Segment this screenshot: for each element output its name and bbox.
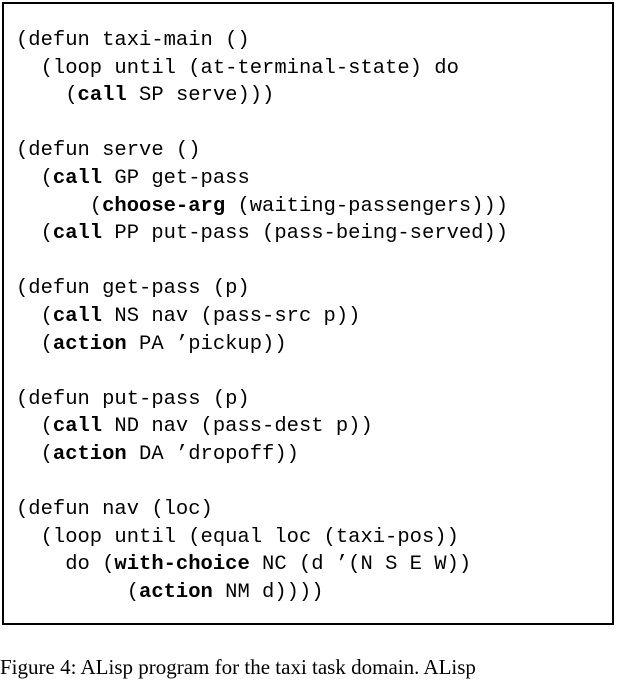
code-text: NS nav (pass-src p)) [102, 305, 361, 328]
keyword: action [52, 443, 127, 466]
code-text: ( [16, 332, 53, 356]
code-text: (defun serve () [16, 139, 201, 163]
code-text: ND nav (pass-dest p)) [102, 415, 373, 439]
code-line: (call PP put-pass (pass-being-served)) [16, 221, 509, 247]
code-text: (defun nav (loc) [16, 498, 213, 522]
code-text: (defun put-pass (p) [16, 387, 250, 411]
figure-caption: Figure 4: ALisp program for the taxi tas… [0, 655, 476, 679]
code-line: (defun taxi-main () [16, 28, 250, 54]
code-line: (choose-arg (waiting-passengers))) [16, 194, 508, 220]
code-line: (call GP get-pass [16, 166, 250, 192]
code-text: (loop until (at-terminal-state) do [16, 56, 459, 80]
code-text: (defun taxi-main () [16, 29, 250, 52]
code-listing-box: (defun taxi-main () (loop until (at-term… [2, 2, 614, 625]
code-line: (defun serve () [16, 138, 201, 164]
keyword: with-choice [114, 553, 250, 577]
keyword: call [77, 84, 127, 108]
code-text: ( [16, 222, 53, 246]
code-line: (call NS nav (pass-src p)) [16, 304, 361, 330]
code-line: (defun get-pass (p) [16, 276, 250, 302]
code-line: (loop until (equal loc (taxi-pos)) [16, 525, 459, 551]
code-line: (call SP serve))) [16, 83, 274, 109]
code-text: GP get-pass [102, 167, 250, 190]
code-text: (loop until (equal loc (taxi-pos)) [16, 525, 459, 549]
code-text: ( [16, 443, 53, 466]
code-line: (action NM d)))) [16, 580, 324, 606]
code-text: (waiting-passengers))) [225, 194, 509, 218]
code-text: ( [16, 84, 78, 108]
code-text: ( [16, 194, 103, 218]
code-line: (defun nav (loc) [16, 497, 213, 523]
code-line: (action PA ’pickup)) [16, 332, 287, 358]
keyword: call [52, 305, 103, 328]
keyword: action [52, 332, 127, 356]
keyword: call [52, 415, 103, 439]
code-text: ( [16, 305, 53, 328]
code-text: PP put-pass (pass-being-served)) [102, 222, 509, 246]
code-text: ( [16, 167, 53, 190]
code-text: ( [16, 581, 140, 604]
code-text: do ( [16, 553, 115, 577]
code-text: (defun get-pass (p) [16, 277, 250, 301]
code-text: DA ’dropoff)) [126, 443, 299, 466]
code-line: (action DA ’dropoff)) [16, 442, 299, 468]
code-line: do (with-choice NC (d ’(N S E W)) [16, 552, 471, 578]
code-text: PA ’pickup)) [126, 332, 287, 356]
code-text: ( [16, 415, 53, 439]
code-line: (call ND nav (pass-dest p)) [16, 414, 373, 440]
code-text: NM d)))) [212, 581, 324, 604]
keyword: call [52, 222, 103, 246]
code-line: (defun put-pass (p) [16, 387, 250, 413]
code-line: (loop until (at-terminal-state) do [16, 56, 459, 82]
code-text: SP serve))) [126, 84, 275, 108]
keyword: choose-arg [102, 194, 226, 218]
code-text: NC (d ’(N S E W)) [249, 553, 472, 577]
keyword: action [139, 581, 213, 604]
keyword: call [52, 167, 103, 190]
